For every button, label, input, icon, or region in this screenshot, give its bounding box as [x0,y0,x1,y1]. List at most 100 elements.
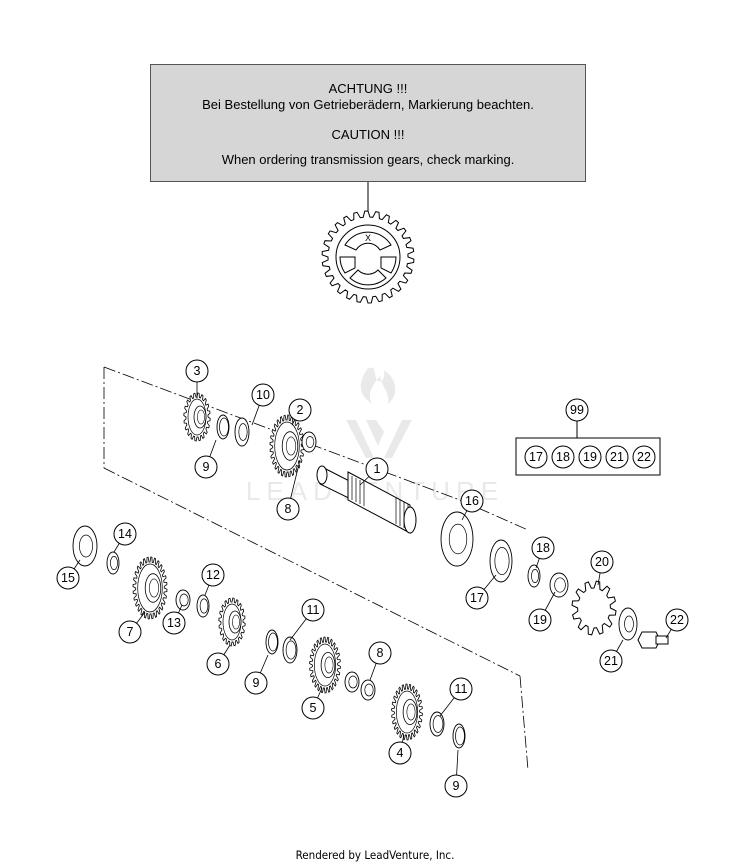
callout-2: 2 [288,398,312,422]
callout-13: 13 [162,611,186,635]
callout-label: 8 [285,502,292,516]
circlip-9-upper-part [216,414,230,440]
callout-label: 21 [604,654,618,668]
callout-11: 11 [301,598,325,622]
callout-label: 9 [253,676,260,690]
callout-label: 22 [670,613,684,627]
callout-21: 21 [599,649,623,673]
washer-11-middle-part [282,636,298,664]
callout-label: 11 [455,682,468,696]
spacer-18-part [527,564,541,588]
gear-3-part [183,392,211,442]
callout-4: 4 [388,741,412,765]
callout-label: 6 [215,657,222,671]
callout-16: 16 [460,489,484,513]
bushing-19-part [549,572,569,598]
callout-14: 14 [113,522,137,546]
callout-10: 10 [251,383,275,407]
callout-label: 9 [453,779,460,793]
gear-7-part [132,556,168,620]
callout-label: 8 [377,646,384,660]
bearing-15-part [72,525,98,567]
callout-label: 2 [297,403,304,417]
needle-bearing-8-part [301,431,317,453]
callout-8: 8 [368,641,392,665]
callout-7: 7 [118,620,142,644]
callout-label: 20 [595,555,609,569]
callout-label: 19 [533,613,547,627]
callout-label: 4 [397,746,404,760]
callout-label: 13 [167,616,181,630]
kit-item-label: 19 [583,450,597,464]
kit-item-18: 18 [551,445,575,469]
notice-line-english-text: When ordering transmission gears, check … [221,152,515,167]
circlip-9-middle-part [265,629,279,655]
parts-group [72,392,638,749]
callout-label: 1 [374,462,381,476]
callout-12: 12 [201,563,225,587]
washer-12-part [196,594,210,618]
bushing-8-left-part [344,671,360,693]
notice-line-german-text: Bei Bestellung von Getrieberädern, Marki… [202,97,534,112]
callout-label: 18 [536,541,550,555]
transmission-shaft [316,465,417,534]
callout-label: 7 [127,625,134,639]
gear-2-part [269,414,305,478]
callout-9: 9 [244,671,268,695]
sprocket-nut-part [637,631,669,649]
callout-3: 3 [185,359,209,383]
footer-credit: Rendered by LeadVenture, Inc. [295,848,455,862]
callout-label: 14 [118,527,132,541]
circlip-9-lower-part [452,723,466,749]
bushing-13-part [175,589,191,611]
callout-label: 16 [465,494,479,508]
callout-5: 5 [301,696,325,720]
callout-label: 12 [206,568,220,582]
callout-1: 1 [365,457,389,481]
callout-label: 3 [194,364,201,378]
callout-9: 9 [444,774,468,798]
kit-item-22: 22 [632,445,656,469]
seal-ring-17-part [489,539,513,583]
callout-17: 17 [465,586,489,610]
kit-item-label: 21 [610,450,624,464]
callout-15: 15 [56,566,80,590]
bearing-16-part [440,511,474,567]
front-sprocket-part [571,580,617,636]
gear-mark-letter: X [365,233,371,243]
callout-6: 6 [206,652,230,676]
callout-18: 18 [531,536,555,560]
washer-21-part [618,607,638,641]
callout-label: 99 [570,403,584,417]
callout-19: 19 [528,608,552,632]
notice-line-english-heading: CAUTION !!! [331,127,405,142]
kit-item-label: 22 [637,450,651,464]
kit-item-label: 17 [529,450,543,464]
kit-item-21: 21 [605,445,629,469]
bushing-8-right-part [360,679,376,701]
callout-20: 20 [590,550,614,574]
gear-4-part [391,683,423,741]
callout-8: 8 [276,497,300,521]
kit-99-group: 99 17 18 19 21 22 [515,398,661,476]
callout-22: 22 [665,608,689,632]
gear-6-part [218,597,246,647]
kit-item-17: 17 [524,445,548,469]
gear-5-part [309,636,341,694]
callout-9: 9 [194,455,218,479]
kit-item-19: 19 [578,445,602,469]
washer-11-lower-part [429,711,445,737]
washer-10-part [234,417,250,447]
callout-99: 99 [565,398,589,422]
kit-item-label: 18 [556,450,570,464]
callout-11: 11 [449,677,473,701]
caution-notice-box: ACHTUNG !!! Bei Bestellung von Getrieber… [150,64,586,182]
callout-label: 5 [310,701,317,715]
notice-line-german-heading: ACHTUNG !!! [328,81,408,96]
callout-label: 11 [307,603,320,617]
callout-label: 15 [61,571,75,585]
washer-14-part [106,551,120,575]
marked-gear-illustration: X [321,210,415,304]
